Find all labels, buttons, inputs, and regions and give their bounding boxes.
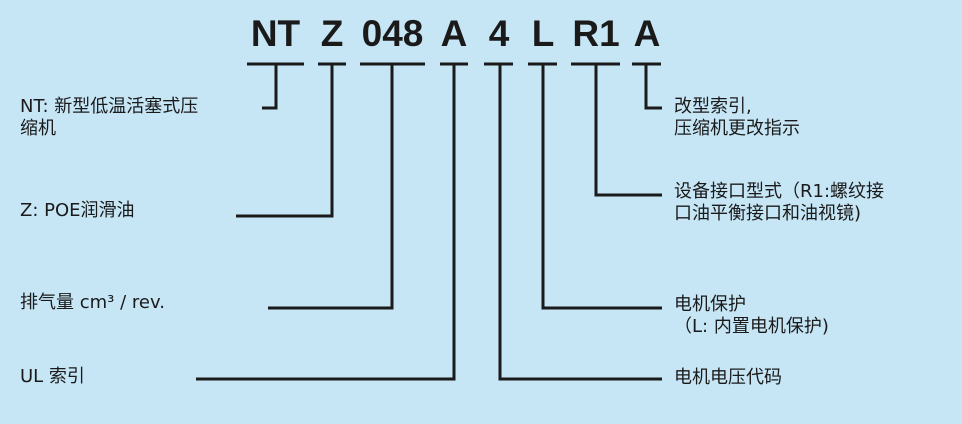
connector-ul xyxy=(196,64,456,381)
label-displacement: 排气量 cm³ / rev. xyxy=(20,292,165,313)
label-protection-line1: 电机保护 xyxy=(674,294,746,315)
label-interface: 设备接口型式（R1:螺纹接 口油平衡接口和油视镜) xyxy=(674,181,884,225)
code-segment-z: Z xyxy=(320,13,344,54)
code-segment-protection: L xyxy=(531,13,555,54)
connector-z xyxy=(236,64,334,218)
label-interface-line1: 设备接口型式（R1:螺纹接 xyxy=(674,181,885,202)
connector-interface xyxy=(594,64,662,197)
code-segment-displacement: 048 xyxy=(361,13,424,54)
code-segment-nt: NT xyxy=(250,13,301,54)
label-nt-line2: 缩机 xyxy=(20,118,56,139)
code-segment-interface: R1 xyxy=(572,13,620,54)
connector-048 xyxy=(268,64,394,310)
label-z: Z: POE润滑油 xyxy=(20,200,135,221)
label-revision: 改型索引, 压缩机更改指示 xyxy=(674,96,800,140)
label-revision-line2: 压缩机更改指示 xyxy=(674,118,800,139)
label-protection-line2: （L: 内置电机保护) xyxy=(674,316,829,337)
label-nt-line1: NT: 新型低温活塞式压 xyxy=(20,96,199,117)
label-interface-line2: 口油平衡接口和油视镜) xyxy=(674,203,862,224)
label-voltage: 电机电压代码 xyxy=(674,367,782,388)
connector-nt xyxy=(262,64,278,110)
code-segment-revision: A xyxy=(633,13,661,54)
label-nt: NT: 新型低温活塞式压 缩机 xyxy=(20,96,198,140)
code-segment-voltage: 4 xyxy=(488,13,510,54)
connector-protection xyxy=(541,64,662,310)
connector-revision xyxy=(644,64,662,110)
label-revision-line1: 改型索引, xyxy=(674,96,752,117)
connector-voltage xyxy=(498,64,662,381)
label-ul: UL 索引 xyxy=(20,366,85,387)
label-protection: 电机保护 （L: 内置电机保护) xyxy=(674,294,829,338)
code-segment-ul: A xyxy=(440,13,468,54)
